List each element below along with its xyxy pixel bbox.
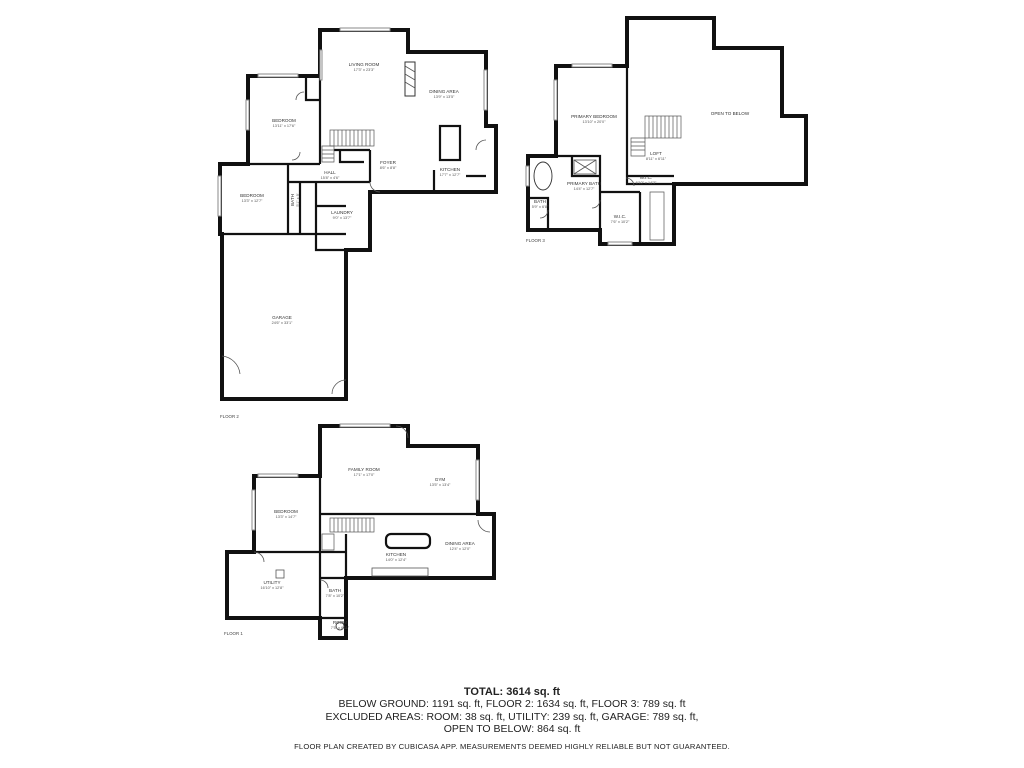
room-name: BATH [534,199,546,204]
room-name: FAMILY ROOM [348,467,380,472]
floor-1-windows [251,423,480,531]
floor-2-kitchen-island [438,124,462,162]
room-name: KITCHEN [440,167,460,172]
room-dimensions: 9'0" x 13'7" [333,216,352,220]
floor-1-label: FLOOR 1 [224,631,243,636]
floor-3-inner-walls [528,66,674,244]
room-name: LIVING ROOM [349,62,380,67]
floor-2-windows [217,27,488,217]
room-name: BATH [329,588,341,593]
floor-2-label: FLOOR 2 [220,414,239,419]
room-name: DINING AREA [445,541,476,546]
room-dimensions: 5'9" x 6'8" [532,205,549,209]
room-name: GYM [435,477,446,482]
room-dimensions: 17'1" x 17'0" [354,473,375,477]
room-name: OPEN TO BELOW [711,111,750,116]
room-dimensions: 15'8" x 4'6" [321,176,340,180]
room-dimensions: 7'5" x 6'11" [331,626,350,630]
room-dimensions: 8'11" x 6'11" [646,157,667,161]
room-dimensions: 12'4" x 12'0" [450,547,471,551]
floor-3-doors [539,177,635,219]
floor-3-stairs [630,115,682,241]
room-dimensions: 6'10" x 14'3" [636,181,657,185]
floor-2-plan: LIVING ROOM 17'3" x 23'3" DINING AREA 13… [217,27,498,419]
room-name: BEDROOM [240,193,264,198]
area-breakdown: BELOW GROUND: 1191 sq. ft, FLOOR 2: 1634… [0,698,1024,736]
floor-2-room-labels: LIVING ROOM 17'3" x 23'3" DINING AREA 13… [240,62,461,325]
floor-1-kitchen-island [384,532,432,550]
floor-1-plan: FAMILY ROOM 17'1" x 17'0" GYM 13'5" x 13… [224,423,496,640]
area-line-3: OPEN TO BELOW: 864 sq. ft [443,723,581,735]
room-dimensions: 13'3" x 14'7" [276,515,297,519]
room-name: PRIMARY BATH [567,181,601,186]
floor-3-windows [525,63,633,246]
room-name: HALL [324,170,336,175]
floor-3-outer-wall [526,16,808,246]
disclaimer-credit: FLOOR PLAN CREATED BY CUBICASA APP. MEAS… [294,742,730,751]
room-dimensions: 13'10" x 20'0" [583,120,607,124]
room-dimensions: 14'4" x 12'7" [574,187,595,191]
floor-1-inner-walls [254,476,478,620]
floor-1-room-labels: FAMILY ROOM 17'1" x 17'0" GYM 13'5" x 13… [261,467,476,630]
floor-3-label: FLOOR 3 [526,238,545,243]
room-name: GARAGE [272,315,292,320]
room-dimensions: 13'9" x 13'5" [434,95,455,99]
room-dimensions: 7'8" x 10'2" [326,594,345,598]
room-name: BEDROOM [274,509,298,514]
room-dimensions: 24'6" x 33'1" [272,321,293,325]
room-dimensions: 17'7" x 12'7" [440,173,461,177]
floor-3-bathtub [533,161,553,191]
floor-2-fireplace [404,61,416,97]
room-name: ROOM [333,620,347,625]
room-name: W.I.C. [614,214,627,219]
floor-1-stairs [321,517,375,551]
room-name: PRIMARY BEDROOM [571,114,617,119]
floor-2-outer-wall [218,28,498,401]
room-dimensions: 14'0" x 12'4" [386,558,407,562]
floor-2-inner-walls [220,76,486,252]
total-area: TOTAL: 3614 sq. ft [463,686,561,698]
floor-2-doors [221,91,487,395]
room-name: W.I.C. [640,175,653,180]
room-dimensions: 8'6" x 8'8" [380,166,397,170]
room-name: BATH [290,194,295,206]
floor-1-drain [335,621,345,631]
room-name: LOFT [650,151,662,156]
room-dimensions: 17'3" x 23'3" [354,68,375,72]
room-dimensions: 13'5" x 13'4" [430,483,451,487]
room-dimensions: 16'10" x 12'8" [261,586,285,590]
area-line-1: BELOW GROUND: 1191 sq. ft, FLOOR 2: 1634… [338,698,686,710]
room-name: UTILITY [263,580,280,585]
room-dimensions: 13'3" x 12'7" [242,199,263,203]
room-name: KITCHEN [386,552,406,557]
floor-3-plan: PRIMARY BEDROOM 13'10" x 20'0" OPEN TO B… [525,16,808,246]
room-dimensions: 7'6" x 10'2" [611,220,630,224]
floor-3-room-labels: PRIMARY BEDROOM 13'10" x 20'0" OPEN TO B… [532,111,750,224]
room-name: FOYER [380,160,397,165]
room-name: DINING AREA [429,89,460,94]
room-name: BEDROOM [272,118,296,123]
room-dimensions: 5'1" x 9' [296,193,300,206]
area-line-2: EXCLUDED AREAS: ROOM: 38 sq. ft, UTILITY… [325,710,699,723]
floor-2-stairs [321,129,375,163]
room-dimensions: 13'11" x 17'6" [273,124,296,128]
room-name: LAUNDRY [331,210,353,215]
floor-1-doors [253,425,491,589]
